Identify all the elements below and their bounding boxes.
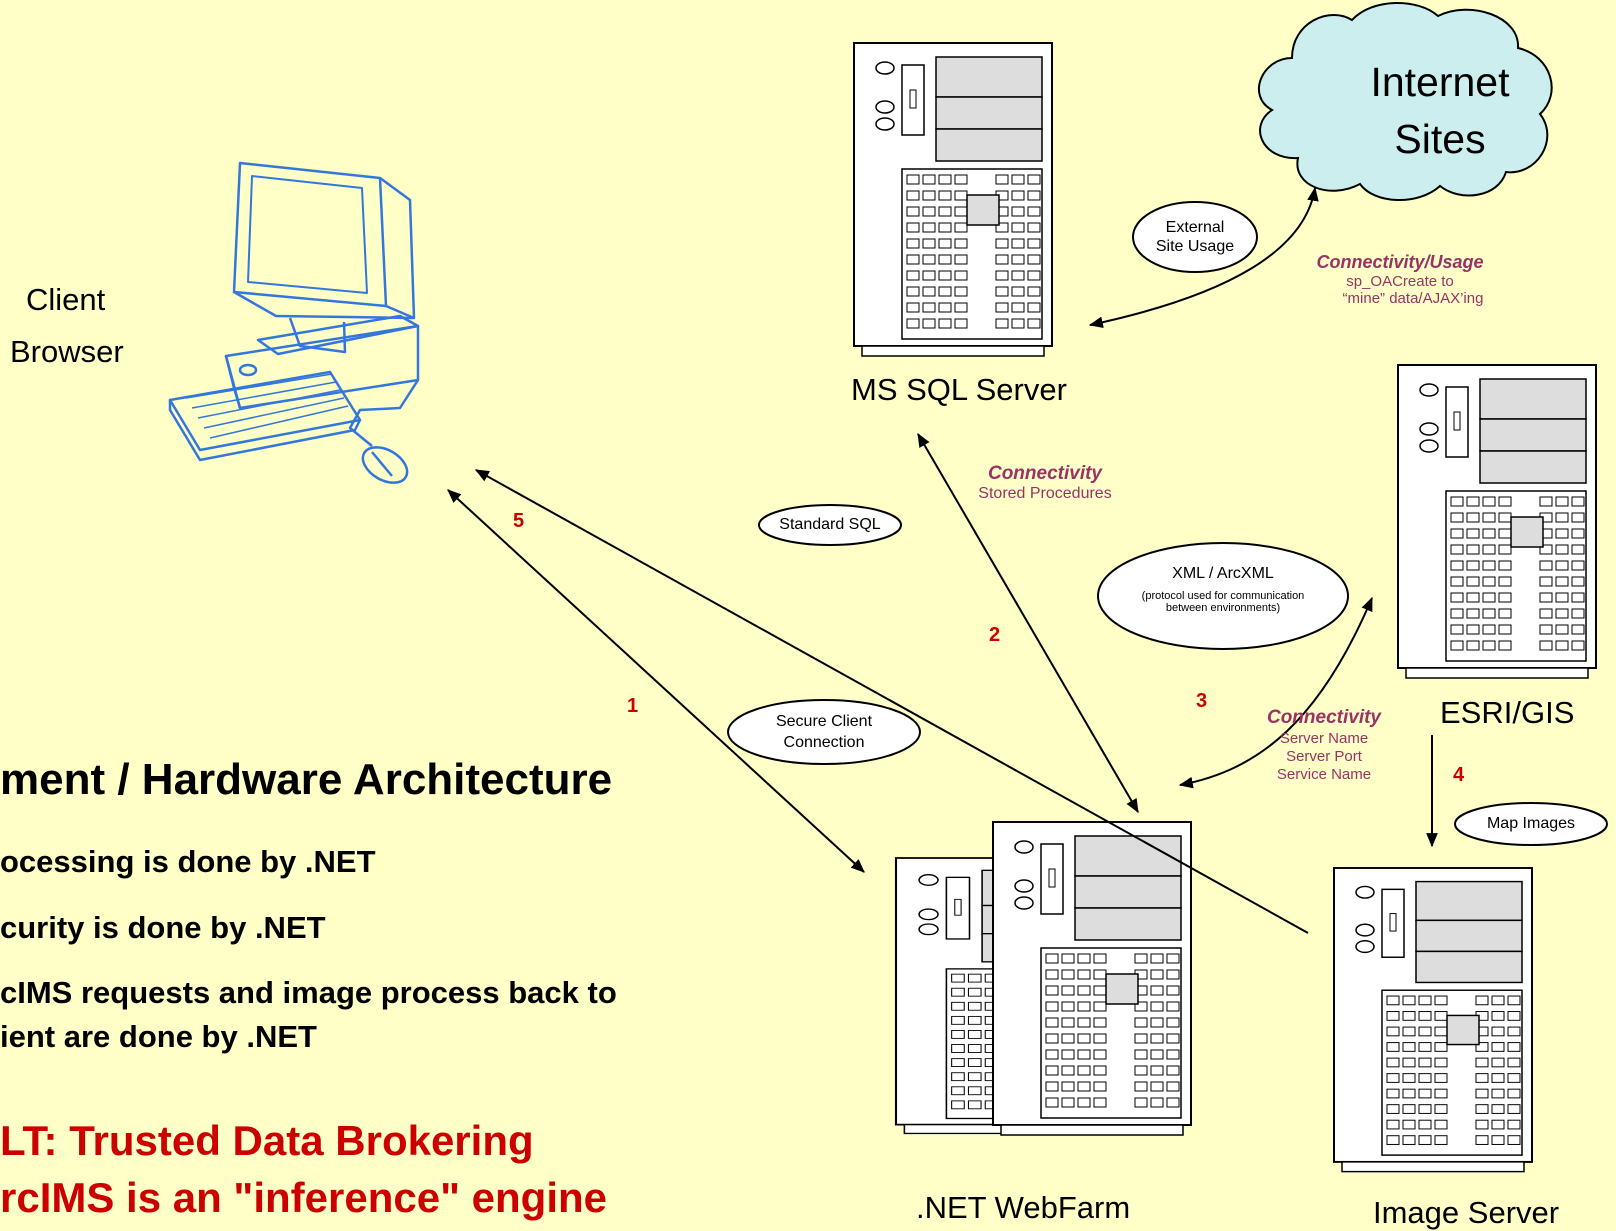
conn-sql-title: Connectivity: [987, 463, 1103, 484]
result-line-1: LT: Trusted Data Brokering: [0, 1117, 534, 1164]
ms-sql-server-label: MS SQL Server: [851, 372, 1067, 407]
map-images-bubble: [1454, 802, 1608, 846]
step-number-4: 4: [1453, 764, 1465, 786]
webfarm-label: .NET WebFarm: [916, 1190, 1131, 1225]
xml-arcxml-text: XML / ArcXML (protocol used for communic…: [1098, 565, 1348, 614]
bullet-arcims-line1: cIMS requests and image process back to: [0, 975, 617, 1010]
esri-gis-server-icon: [1398, 365, 1596, 678]
external-usage-connector: [1088, 186, 1319, 329]
standard-sql-text: Standard SQL: [779, 516, 881, 533]
xml-sub1: (protocol used for communication: [1141, 590, 1305, 602]
client-label-line2: Browser: [10, 334, 124, 369]
result-line-2: rcIMS is an "inference" engine: [0, 1174, 608, 1221]
internet-sites-line2: Sites: [1394, 116, 1486, 162]
internet-sites-line1: Internet: [1370, 59, 1510, 105]
esri-gis-label: ESRI/GIS: [1440, 695, 1575, 730]
step-1-connector: [447, 489, 865, 873]
conn-esri-line1: Server Name: [1279, 730, 1369, 747]
external-site-usage-text: External Site Usage: [1133, 218, 1257, 256]
xml-title: XML / ArcXML: [1172, 565, 1274, 582]
conn-usage-line1: sp_OACreate to: [1346, 273, 1454, 290]
image-server-label: Image Server: [1373, 1195, 1560, 1230]
conn-usage-title: Connectivity/Usage: [1316, 252, 1484, 272]
external-line1: External: [1165, 219, 1225, 236]
step-number-1: 1: [627, 695, 639, 717]
step-2-connector: [917, 432, 1139, 814]
webfarm-server-front-icon: [993, 822, 1191, 1135]
client-computer-icon: [168, 161, 420, 484]
ms-sql-server-icon: [854, 43, 1052, 356]
conn-esri-line2: Server Port: [1286, 748, 1362, 765]
map-images-text: Map Images: [1486, 815, 1576, 832]
external-line2: Site Usage: [1155, 238, 1235, 255]
bullet-arcims-line2: ient are done by .NET: [0, 1019, 317, 1054]
step-3-connector: [1178, 596, 1373, 789]
step-number-2: 2: [989, 624, 1001, 646]
bullet-processing: ocessing is done by .NET: [0, 844, 376, 879]
bullet-security: curity is done by .NET: [0, 910, 326, 945]
step-number-3: 3: [1196, 690, 1208, 712]
secure-connection-text: Secure Client Connection: [728, 711, 920, 753]
secure-line2: Connection: [783, 734, 865, 751]
conn-esri-line3: Service Name: [1276, 766, 1372, 783]
connectivity-sql-annotation: Connectivity Stored Procedures: [962, 463, 1128, 503]
conn-usage-line2: “mine” data/AJAX’ing: [1342, 290, 1484, 307]
connectivity-usage-annotation: Connectivity/Usage sp_OACreate to “mine”…: [1288, 252, 1512, 307]
connectivity-esri-annotation: Connectivity Server Name Server Port Ser…: [1244, 706, 1404, 784]
internet-sites-label: Internet Sites: [1335, 54, 1545, 168]
step-number-5: 5: [513, 510, 525, 532]
xml-sub2: between environments): [1165, 602, 1281, 614]
client-label-line1: Client: [26, 282, 106, 317]
internet-cloud-icon: [1257, 1, 1553, 201]
secure-line1: Secure Client: [775, 713, 873, 730]
conn-esri-title: Connectivity: [1266, 707, 1382, 728]
architecture-heading: ment / Hardware Architecture: [0, 755, 613, 804]
step-5-connector: [474, 469, 1309, 934]
image-server-icon: [1334, 868, 1532, 1172]
conn-sql-line1: Stored Procedures: [978, 485, 1112, 502]
